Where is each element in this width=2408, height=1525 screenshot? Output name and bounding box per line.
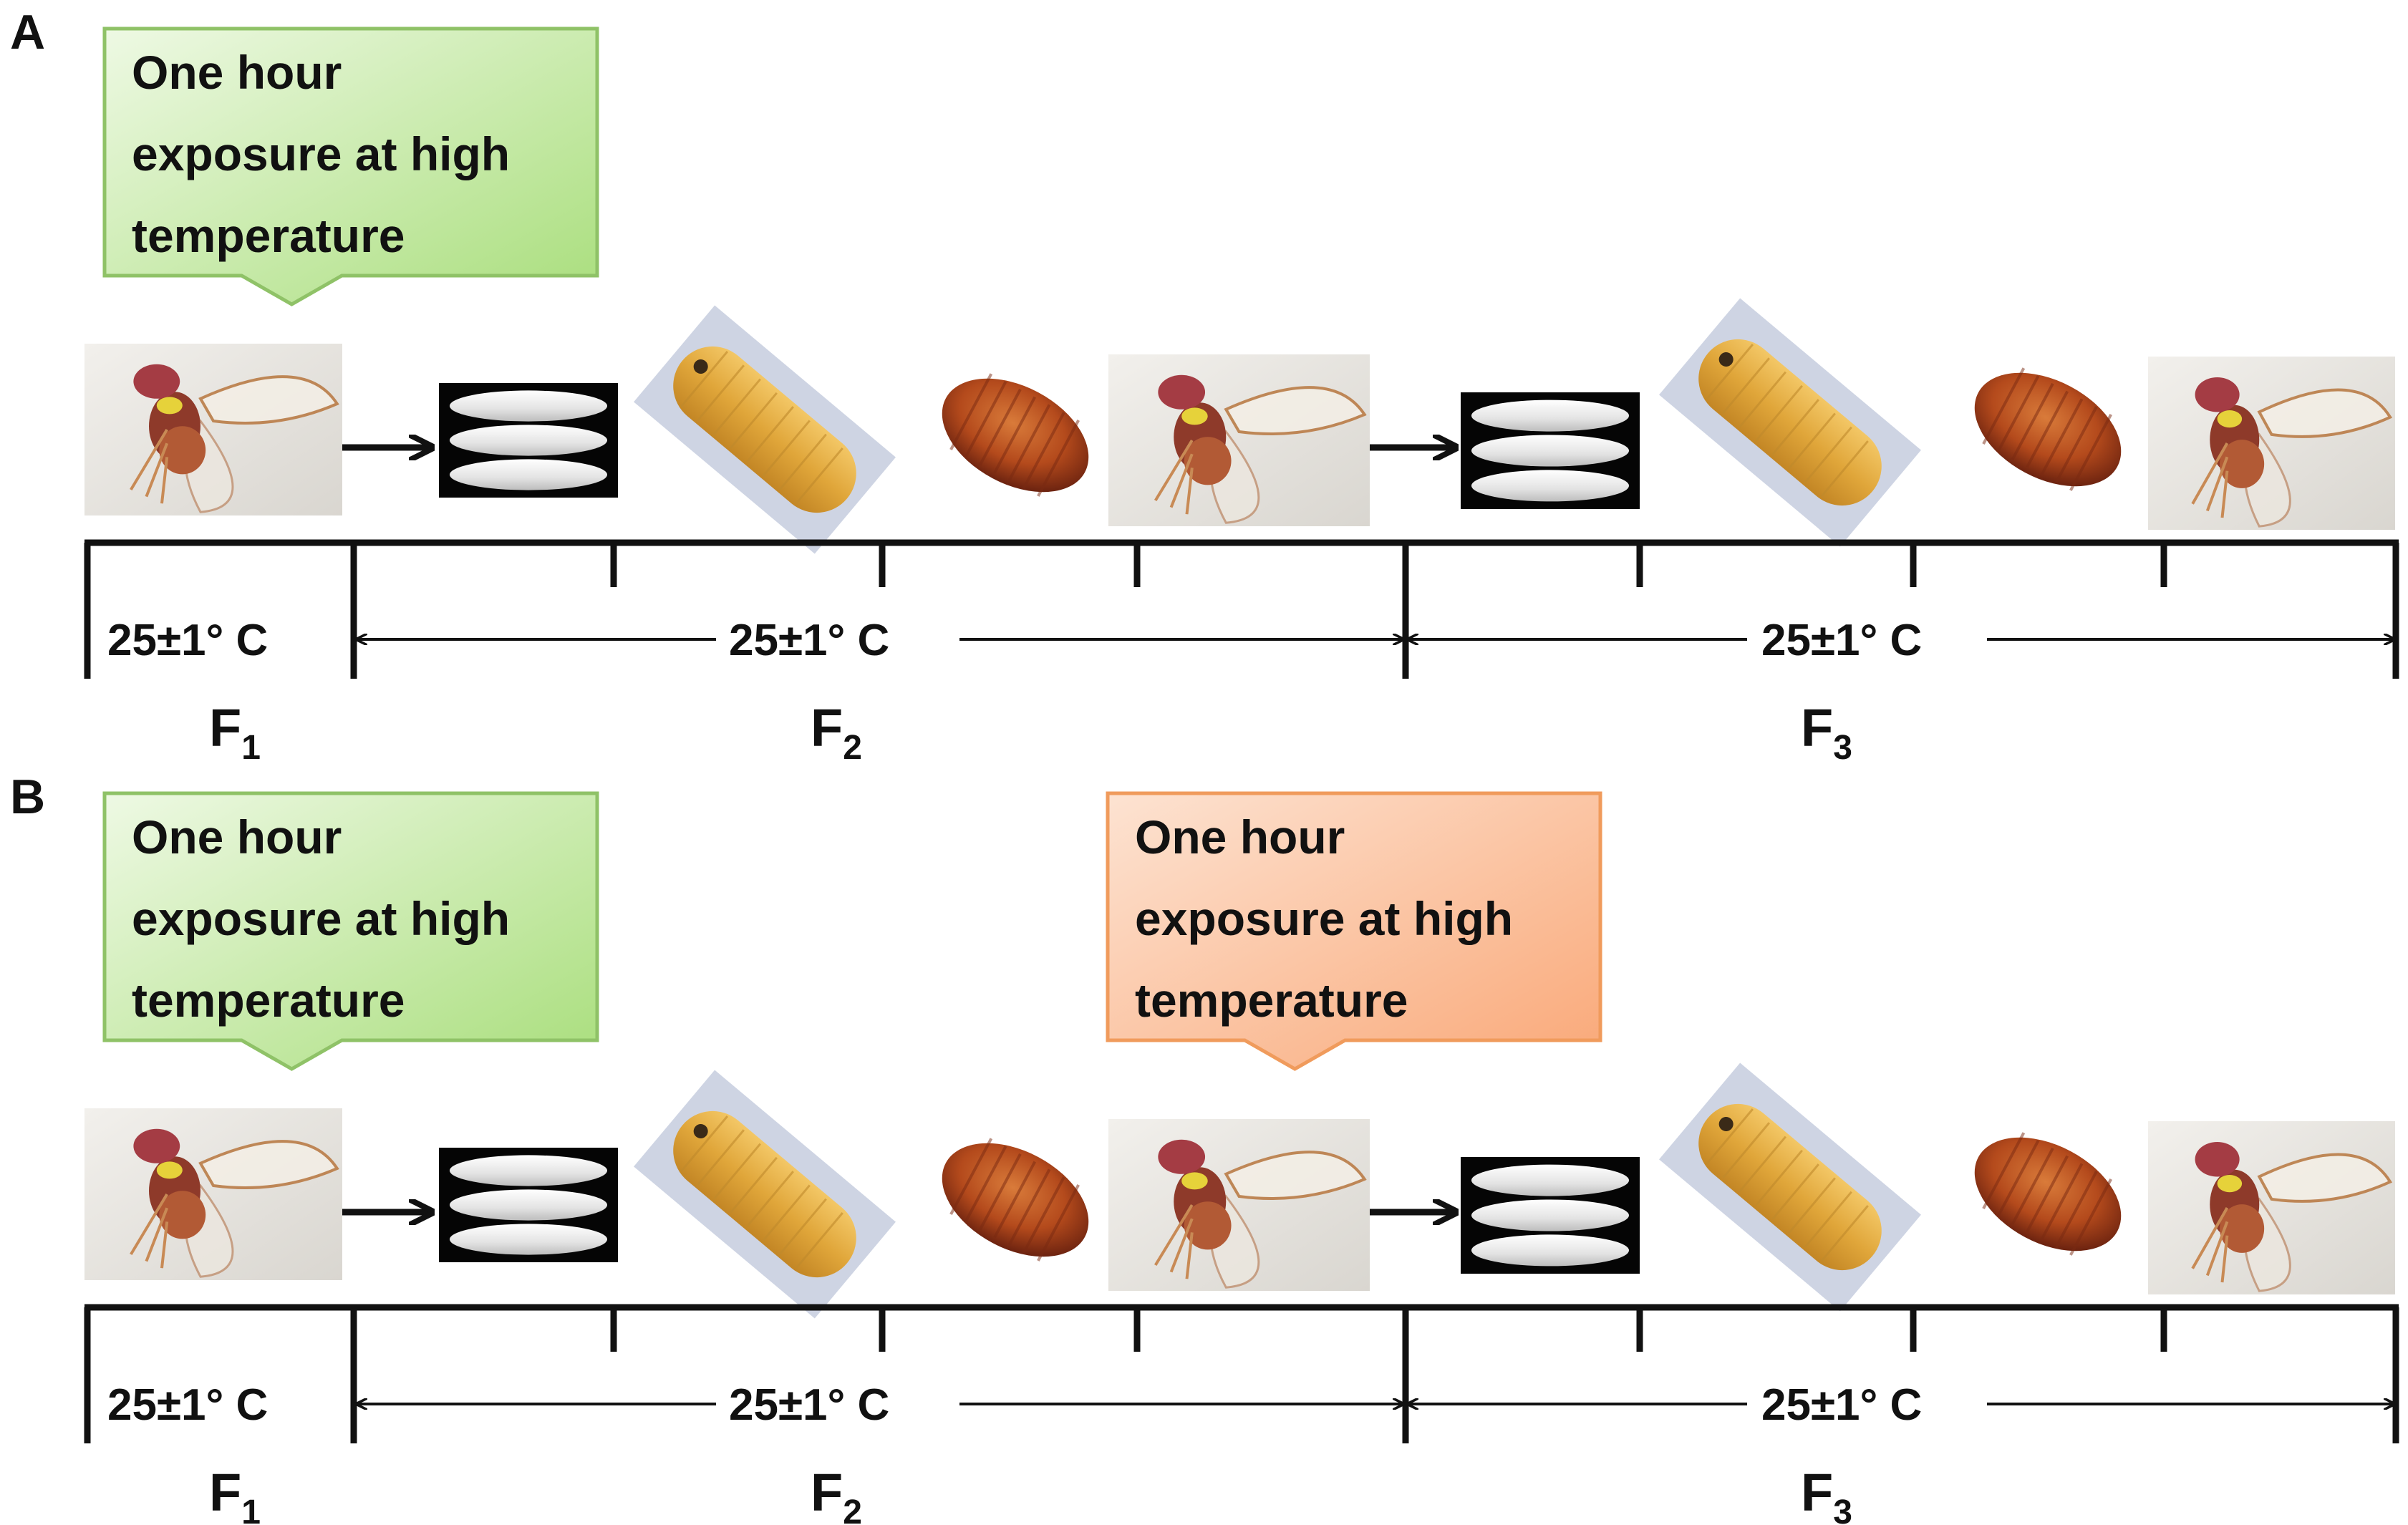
timeline [84,1304,2399,1443]
panel-letter: A [10,5,45,59]
temperature-label: 25±1° C [107,616,268,665]
larva-image [634,1070,896,1319]
generation-label: F3 [1801,1463,1852,1525]
callout-text-line: exposure at high [132,892,510,945]
eggs-image [439,1148,618,1262]
callout-text-line: One hour [132,810,342,863]
generation-label: F2 [811,698,862,767]
larva-image [1659,1062,1921,1312]
temperature-label: 25±1° C [1761,616,1922,665]
eggs-image [1461,1157,1640,1274]
panel-letter: B [10,770,45,824]
timeline [84,539,2399,679]
callout-text-line: exposure at high [132,127,510,180]
adult-fly-image [84,344,342,515]
callout-text-line: One hour [1135,810,1345,863]
larva-image [1659,298,1921,547]
pupa-image [942,1138,1089,1262]
temperature-label: 25±1° C [1761,1380,1922,1430]
callout-text-line: temperature [132,209,405,262]
generation-label: F3 [1801,698,1852,767]
adult-fly-image [2148,1121,2395,1294]
eggs-image [1461,392,1640,509]
eggs-image [439,383,618,498]
exposure-callout-2: One hour exposure at high temperature [1106,791,1602,1071]
pupa-image [942,373,1089,497]
pupa-image [1974,1132,2122,1256]
exposure-callout-1: One hour exposure at high temperature [102,791,599,1071]
panel-a: A One hour exposure at high temperature 25±1… [10,5,2399,767]
adult-fly-image [1108,354,1370,526]
larva-image [634,305,896,554]
temperature-label: 25±1° C [107,1380,268,1430]
adult-fly-image [2148,357,2395,530]
exposure-callout-1: One hour exposure at high temperature [102,26,599,306]
callout-text-line: temperature [132,974,405,1027]
temperature-label: 25±1° C [729,1380,889,1430]
generation-label: F1 [209,1463,261,1525]
temperature-label: 25±1° C [729,616,889,665]
adult-fly-image [1108,1119,1370,1291]
generation-label: F2 [811,1463,862,1525]
pupa-image [1974,367,2122,491]
generation-label: F1 [209,698,261,767]
callout-text-line: One hour [132,46,342,99]
callout-text-line: exposure at high [1135,892,1513,945]
adult-fly-image [84,1108,342,1280]
callout-text-line: temperature [1135,974,1408,1027]
